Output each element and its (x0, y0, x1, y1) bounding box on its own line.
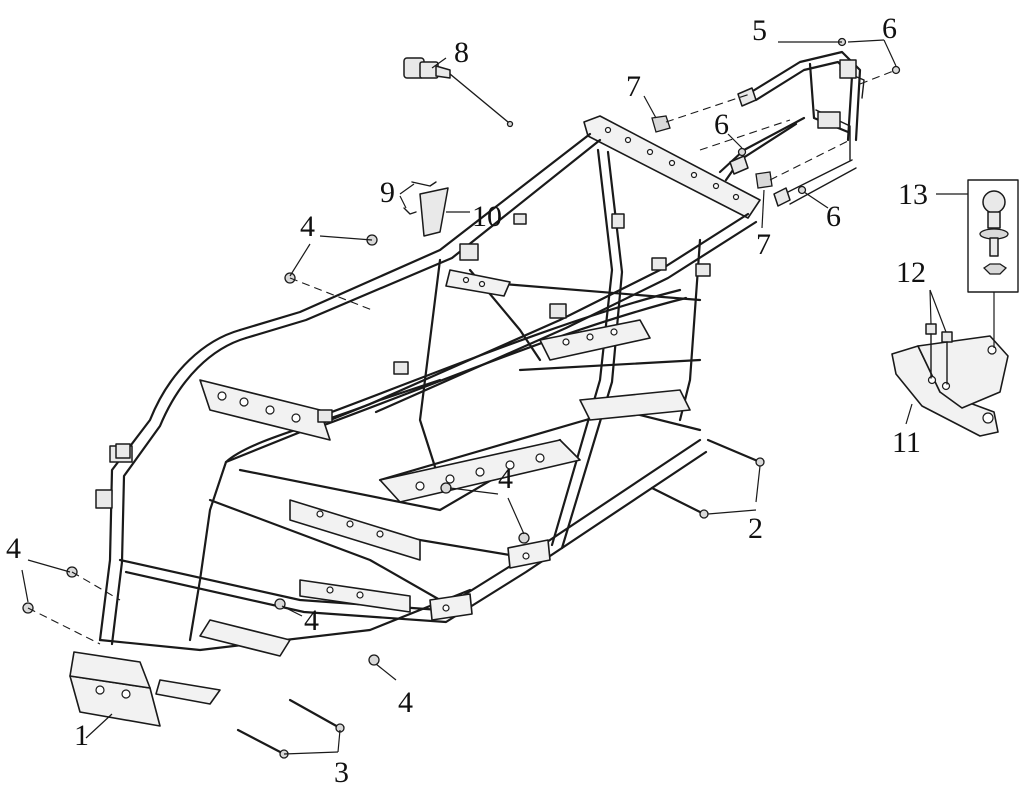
callout-4-lower: 4 (304, 604, 319, 637)
callout-2: 2 (748, 512, 763, 545)
assembly-lines (27, 69, 897, 645)
callout-7-bottom: 7 (756, 228, 771, 261)
callout-10: 10 (472, 200, 502, 233)
callout-1: 1 (74, 719, 89, 752)
callout-6-right: 6 (826, 200, 841, 233)
rear-subframe-5 (718, 50, 865, 207)
callout-5: 5 (752, 14, 767, 47)
callout-11: 11 (892, 426, 921, 459)
callout-4-top: 4 (300, 210, 315, 243)
callout-6-middle: 6 (714, 108, 729, 141)
leader-lines (21, 39, 968, 755)
callout-4-middle: 4 (498, 462, 513, 495)
part-2 (650, 438, 765, 519)
callout-3: 3 (334, 756, 349, 789)
callout-13: 13 (898, 178, 928, 211)
callout-8: 8 (454, 36, 469, 69)
callout-4-left: 4 (6, 532, 21, 565)
part-9 (403, 181, 437, 215)
main-frame (69, 115, 761, 727)
part-7 (651, 115, 773, 189)
part-8 (403, 57, 514, 128)
callout-9: 9 (380, 176, 395, 209)
hitch-bolts-12 (925, 323, 953, 385)
part-3 (236, 698, 345, 759)
callout-6-top: 6 (882, 12, 897, 45)
callout-7-top: 7 (626, 70, 641, 103)
callout-4-bottom: 4 (398, 686, 413, 719)
callout-12: 12 (896, 256, 926, 289)
part-10 (419, 187, 449, 237)
hitch-ball-13 (967, 179, 1019, 348)
hitch-bracket-11 (891, 335, 1009, 437)
callout-labels: 1 2 3 4 4 4 4 4 5 6 6 6 7 7 8 9 10 11 12… (6, 12, 928, 789)
